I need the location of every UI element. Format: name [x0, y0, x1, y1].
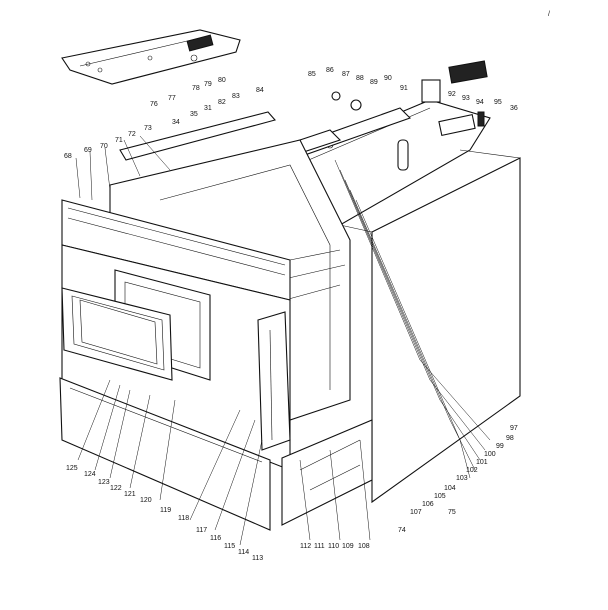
callout-92: 92	[448, 91, 456, 98]
callout-85: 85	[308, 71, 316, 78]
callout-116: 116	[210, 535, 221, 542]
callout-115: 115	[224, 543, 235, 550]
callout-89: 89	[370, 79, 378, 86]
callout-104: 104	[444, 485, 456, 492]
valve-components	[331, 60, 488, 137]
callout-73: 73	[144, 125, 152, 132]
callout-108: 108	[358, 543, 370, 550]
callout-107: 107	[410, 509, 422, 516]
callout-120: 120	[140, 497, 152, 504]
callout-105: 105	[434, 493, 446, 500]
callout-87: 87	[342, 71, 350, 78]
callout-111: 111	[314, 543, 325, 550]
broiler-drawer	[281, 419, 373, 526]
top-cover-panel	[61, 29, 241, 85]
callout-35: 35	[190, 111, 198, 118]
callout-121: 121	[124, 491, 136, 498]
callout-114: 114	[238, 549, 249, 556]
callout-90: 90	[384, 75, 392, 82]
callout-70: 70	[100, 143, 108, 150]
callout-98: 98	[506, 435, 514, 442]
callout-78: 78	[192, 85, 200, 92]
callout-68: 68	[64, 153, 72, 160]
callout-71: 71	[115, 137, 123, 144]
callout-99: 99	[496, 443, 504, 450]
callout-74: 74	[398, 527, 406, 534]
callout-79: 79	[204, 81, 212, 88]
callout-100: 100	[484, 451, 496, 458]
callout-112: 112	[300, 543, 311, 550]
callout-34: 34	[172, 119, 180, 126]
callout-95: 95	[494, 99, 502, 106]
control-bracket	[257, 311, 291, 451]
oven-window-glass	[61, 287, 173, 381]
callout-113: 113	[252, 555, 263, 562]
callout-103: 103	[456, 475, 468, 482]
callout-72: 72	[128, 131, 136, 138]
callout-124: 124	[84, 471, 96, 478]
callout-69: 69	[84, 147, 92, 154]
callout-106: 106	[422, 501, 434, 508]
callout-numbers: 68 69 70 71 72 73 34 35 31 82 83 76 77 7…	[64, 67, 518, 562]
callout-102: 102	[466, 467, 478, 474]
callout-36: 36	[510, 105, 518, 112]
callout-77: 77	[168, 95, 176, 102]
callout-109: 109	[342, 543, 354, 550]
callout-101: 101	[476, 459, 488, 466]
callout-119: 119	[160, 507, 171, 514]
callout-110: 110	[328, 543, 339, 550]
callout-123: 123	[98, 479, 110, 486]
callout-leader-lines	[75, 135, 491, 546]
callout-117: 117	[196, 527, 207, 534]
callout-31: 31	[204, 105, 212, 112]
callout-84: 84	[256, 87, 264, 94]
callout-97: 97	[510, 425, 518, 432]
callout-118: 118	[178, 515, 189, 522]
callout-86: 86	[326, 67, 334, 74]
right-side-panel	[339, 149, 521, 504]
callout-76: 76	[150, 101, 158, 108]
callout-91: 91	[400, 85, 408, 92]
callout-80: 80	[218, 77, 226, 84]
callout-82: 82	[218, 99, 226, 106]
callout-93: 93	[462, 95, 470, 102]
callout-88: 88	[356, 75, 364, 82]
oven-door-assembly	[61, 199, 291, 471]
callout-83: 83	[232, 93, 240, 100]
callout-75: 75	[448, 509, 456, 516]
callout-94: 94	[476, 99, 484, 106]
corner-mark: /	[548, 11, 550, 18]
callout-122: 122	[110, 485, 122, 492]
callout-125: 125	[66, 465, 78, 472]
